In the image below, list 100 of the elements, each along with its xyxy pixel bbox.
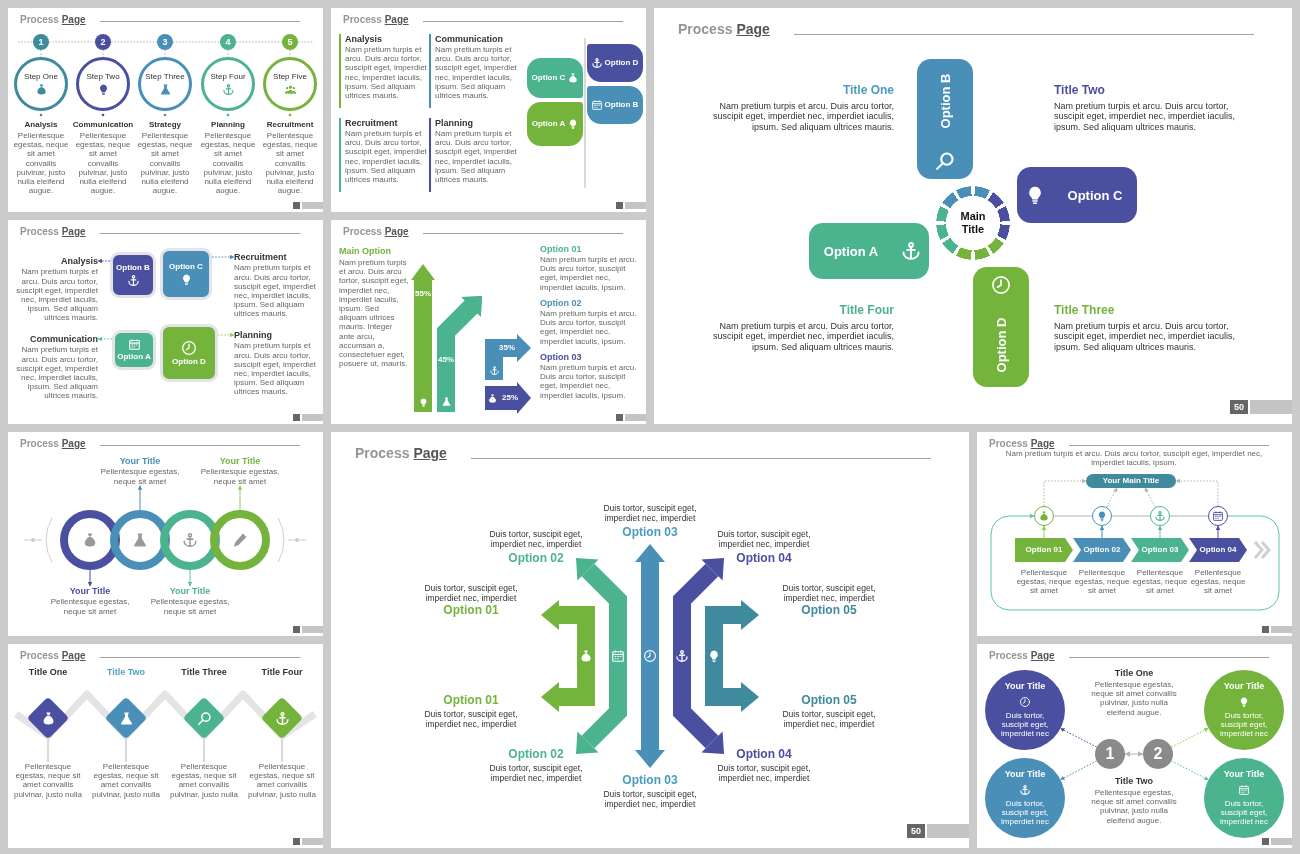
body-text: Duis tortor, suscipit eget, imperdiet nec <box>1000 711 1050 739</box>
dotted-arrow <box>211 254 235 260</box>
body-text: Nam pretium turpis et arcu. Duis arcu tortor, suscipit eget, imperdiet nec, imperdiet iaculis, ipsum. Sed aliquam ultrices mauris. <box>711 101 894 133</box>
arrow <box>1215 525 1221 539</box>
icon-ring <box>1150 506 1170 526</box>
heading: Your Title <box>169 586 211 597</box>
connector-line <box>47 738 49 763</box>
step-ring <box>263 57 317 111</box>
body-text: Nam pretium turpis et arcu. Duis arcu tortor, suscipit eget, imperdiet nec, imperdiet iaculis, ipsum. Sed aliquam ultrices mauris. <box>711 321 894 353</box>
band-label: Option D <box>994 317 1008 373</box>
body-text: Nam pretium turpis et arcu. Duis arcu tortor, suscipit eget, imperdiet nec, imperdiet iaculis, ipsum. Sed aliquam ultrices mauris. <box>435 45 518 101</box>
connector-line <box>203 738 205 763</box>
double-arrow <box>1124 751 1144 757</box>
body-text: Nam pretium turpis et arcu. Duis arcu tortor, suscipit eget, imperdiet nec, imperdiet iaculis, ipsum. <box>540 309 638 346</box>
heading: Recruitment <box>345 118 398 129</box>
body-text: Nam pretium turpis et arcu. Duis arcu tortor, suscipit eget, imperdiet nec, imperdiet iaculis, ipsum. Sed aliquam ultrices mauris. Integer ante arcu, accumsan a, consectetuer eget, posuere ut, mauris. <box>339 258 409 369</box>
body-text: Pellentesque egestas, neque sit amet <box>1132 568 1188 596</box>
page-number: 50 <box>1230 400 1248 414</box>
number-label: 1 <box>38 37 44 47</box>
slide-card <box>331 8 646 212</box>
body-text: Pellentesque egestas, neque sit amet convallis pulvinar, justo nulla <box>12 762 83 799</box>
body-text: Pellentesque egestas, neque sit amet <box>1190 568 1246 596</box>
body-text: Duis tortor, suscipit eget, imperdiet nec, imperdiet <box>423 584 519 604</box>
body-text: Pellentesque egestas, neque sit amet <box>149 597 231 616</box>
percent-label: 45% <box>438 356 454 364</box>
option-label: Option C <box>531 74 566 82</box>
number-label: 2 <box>100 37 106 47</box>
option-tile <box>112 330 156 370</box>
heading: Analysis <box>60 256 98 267</box>
heading: Title One <box>842 84 894 98</box>
body-text: Nam pretium turpis et arcu. Duis arcu tortor, suscipit eget, imperdiet nec, imperdiet iaculis, ipsum. Sed aliquam ultrices mauris. <box>345 129 428 185</box>
body-text: Nam pretium turpis et arcu. Duis arcu tortor, suscipit eget, imperdiet nec, imperdiet iaculis, ipsum. Sed aliquam ultrices mauris. <box>1054 101 1237 133</box>
body-text: Nam pretium turpis et arcu. Duis arcu tortor, suscipit eget, imperdiet nec, imperdiet iaculis, ipsum. Sed aliquam ultrices mauris. <box>234 341 317 397</box>
body-text: Nam pretium turpis et arcu. Duis arcu tortor, suscipit eget, imperdiet nec, imperdiet iaculis, ipsum. <box>540 255 638 292</box>
body-text: Pellentesque egestas, neque sit amet <box>99 467 181 486</box>
leaf-shape <box>587 86 643 124</box>
percent-label: 35% <box>499 344 515 352</box>
heading: Option 01 <box>443 694 499 708</box>
body-text: Duis tortor, suscipit eget, imperdiet nec, imperdiet <box>716 530 812 550</box>
option-label: Option C <box>169 263 203 271</box>
page-title: Process Page <box>20 227 86 237</box>
heading: Title Two <box>106 668 146 678</box>
option-band <box>809 223 929 279</box>
slide-card <box>8 644 323 848</box>
heading: Analysis <box>24 120 58 130</box>
body-text: Duis tortor, suscipit eget, imperdiet nec, imperdiet <box>488 530 584 550</box>
heading: Planning <box>211 120 245 130</box>
body-text: Nam pretium turpis et arcu. Duis arcu tortor, suscipit eget, imperdiet nec, imperdiet iaculis, ipsum. Sed aliquam ultrices mauris. <box>1054 321 1237 353</box>
heading: Title One <box>28 668 68 678</box>
heading: Option 01 <box>540 244 582 255</box>
heading: Option 03 <box>540 352 582 363</box>
connector-line <box>1053 515 1093 517</box>
number-circle <box>157 34 173 50</box>
option-tile <box>160 324 218 382</box>
page-title: Process Page <box>20 439 86 449</box>
heading: Your Title <box>119 456 161 467</box>
chevron-shape <box>1015 538 1073 562</box>
heading: Option 01 <box>443 604 499 618</box>
connector-line <box>125 738 127 763</box>
body-text: Pellentesque egestas, neque sit amet convallis pulvinar, justo nulla <box>90 762 161 799</box>
option-tile <box>110 252 156 298</box>
number-circle <box>95 34 111 50</box>
arrow <box>1041 525 1047 539</box>
pill-label: Your Main Title <box>1102 477 1160 485</box>
body-text: Duis tortor, suscipit eget, imperdiet nec, imperdiet <box>488 764 584 784</box>
arrow <box>87 569 93 587</box>
band-label: Option B <box>938 73 952 129</box>
connector-line <box>1169 515 1209 517</box>
heading: Communication <box>30 334 98 345</box>
icon-ring <box>1092 506 1112 526</box>
number-label: 2 <box>1153 746 1163 762</box>
option-band <box>1017 167 1137 223</box>
slide-card <box>654 8 1292 424</box>
number-label: 4 <box>225 37 231 47</box>
slide-card <box>8 432 323 636</box>
number-label: 1 <box>1105 746 1115 762</box>
arrow <box>1157 525 1163 539</box>
heading: Your Title <box>1004 682 1046 692</box>
dotted-arrow <box>1060 760 1098 781</box>
leaf-shape <box>587 44 643 82</box>
body-text: Duis tortor, suscipit eget, imperdiet nec, imperdiet <box>781 710 877 730</box>
arrow <box>990 513 1280 611</box>
leaf-shape <box>527 102 583 146</box>
body-text: Duis tortor, suscipit eget, imperdiet nec <box>1219 711 1269 739</box>
body-text: Duis tortor, suscipit eget, imperdiet nec, imperdiet <box>602 504 698 524</box>
option-label: Option A <box>531 120 566 128</box>
chevron-shape <box>1131 538 1189 562</box>
heading: Title Four <box>839 304 894 318</box>
number-circle <box>1143 739 1173 769</box>
number-label: 5 <box>287 37 293 47</box>
option-tile <box>160 248 212 300</box>
page-title: Process Page <box>989 651 1055 661</box>
step-label: Step Three <box>145 73 185 81</box>
body-text: Duis tortor, suscipit eget, imperdiet nec, imperdiet <box>781 584 877 604</box>
body-text: Nam pretium turpis et arcu. Duis arcu tortor, suscipit eget, imperdiet nec, imperdiet iaculis, ipsum. Sed aliquam ultrices mauris. <box>15 267 98 323</box>
dotted-arrow <box>1170 727 1209 748</box>
dotted-arrow <box>1043 478 1087 507</box>
page-title: Process Page <box>355 446 447 460</box>
heading: Option 02 <box>540 298 582 309</box>
heading: Your Title <box>1223 682 1265 692</box>
